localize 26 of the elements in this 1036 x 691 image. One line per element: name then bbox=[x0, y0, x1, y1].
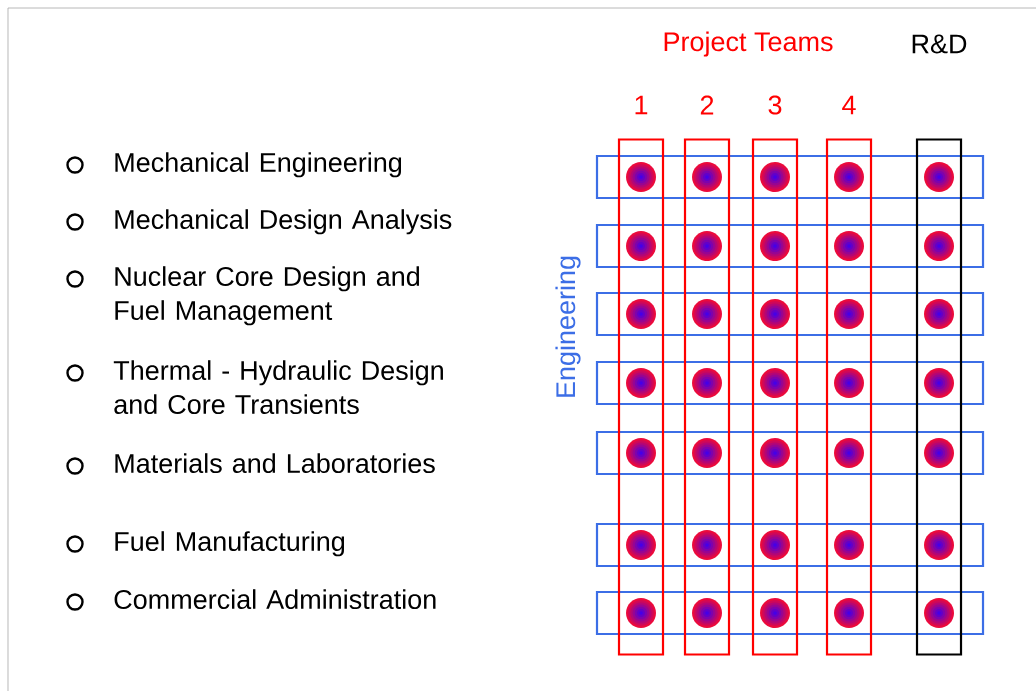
axis-label: Engineering bbox=[555, 256, 581, 397]
row-box bbox=[595, 291, 985, 337]
team-column: 3 bbox=[751, 95, 799, 656]
list-item: Commercial Administration bbox=[114, 589, 436, 610]
list-item: Materials and Laboratories bbox=[115, 453, 435, 474]
list-item: Nuclear Core Design and Fuel Management bbox=[115, 266, 420, 326]
node-label: R&D bbox=[912, 34, 967, 54]
team-column: R&D bbox=[912, 34, 967, 656]
team-column: 1 bbox=[617, 95, 665, 656]
team-column: 2 bbox=[683, 95, 731, 656]
node-label: 1 bbox=[635, 95, 648, 115]
row-box bbox=[595, 522, 985, 568]
row-box bbox=[595, 590, 985, 636]
row-box bbox=[595, 223, 985, 269]
row-box bbox=[595, 360, 985, 406]
node-label: 2 bbox=[700, 95, 714, 115]
list-item: Mechanical Design Analysis bbox=[115, 209, 452, 235]
list-item: Mechanical Engineering bbox=[115, 152, 402, 178]
node-label: 3 bbox=[768, 95, 782, 115]
row-box bbox=[595, 430, 985, 476]
heading: Project Teams bbox=[664, 31, 833, 57]
list-item: Fuel Manufacturing bbox=[115, 531, 345, 557]
team-column: 4 bbox=[825, 95, 873, 656]
list-item: Thermal - Hydraulic Design and Core Transients bbox=[113, 360, 443, 415]
node-label: 4 bbox=[842, 95, 856, 115]
row-box bbox=[595, 154, 985, 200]
